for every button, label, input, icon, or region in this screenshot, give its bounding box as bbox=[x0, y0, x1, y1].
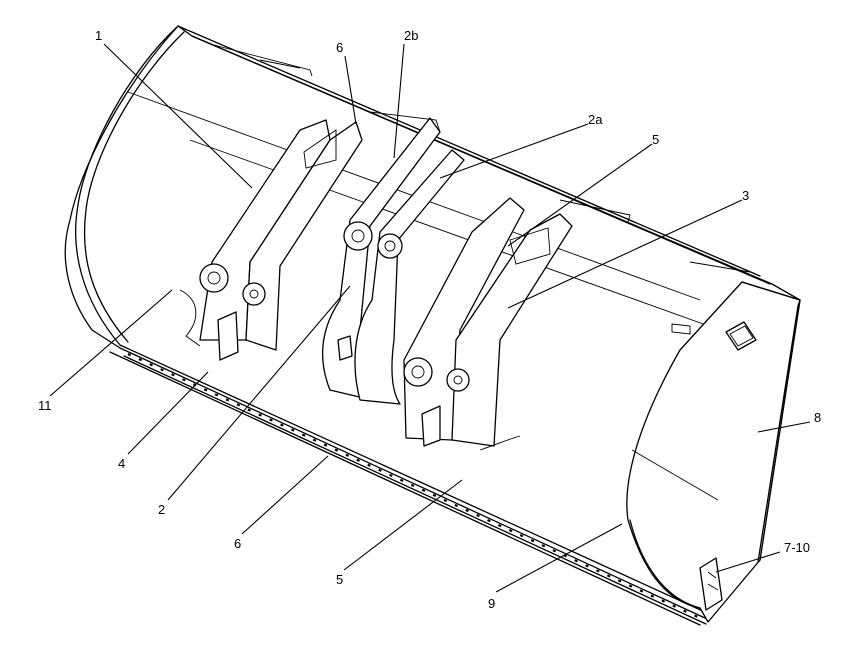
callout-4: 4 bbox=[118, 456, 125, 471]
callout-5-bottom: 5 bbox=[336, 572, 343, 587]
callout-7-10: 7-10 bbox=[784, 540, 810, 555]
callout-9: 9 bbox=[488, 596, 495, 611]
callout-5-top: 5 bbox=[652, 132, 659, 147]
wear-plate-window bbox=[725, 321, 757, 351]
side-cutter bbox=[699, 557, 723, 611]
cutting-edge bbox=[119, 344, 706, 613]
callout-6-bottom: 6 bbox=[234, 536, 241, 551]
callout-3: 3 bbox=[742, 188, 749, 203]
callout-2: 2 bbox=[158, 502, 165, 517]
callout-2a: 2a bbox=[588, 112, 603, 127]
callout-1: 1 bbox=[95, 28, 102, 43]
callout-6-top: 6 bbox=[336, 40, 343, 55]
leader-lines bbox=[49, 43, 811, 593]
callout-11: 11 bbox=[38, 398, 52, 413]
callout-8: 8 bbox=[814, 410, 821, 425]
callout-2b: 2b bbox=[404, 28, 418, 43]
mounting-brackets bbox=[179, 111, 573, 451]
right-side-plate bbox=[626, 281, 801, 623]
cutting-edge-bolts bbox=[127, 353, 701, 619]
callout-labels: 1 6 2b 2a 5 3 8 7-10 9 5 6 2 4 11 bbox=[38, 28, 821, 611]
